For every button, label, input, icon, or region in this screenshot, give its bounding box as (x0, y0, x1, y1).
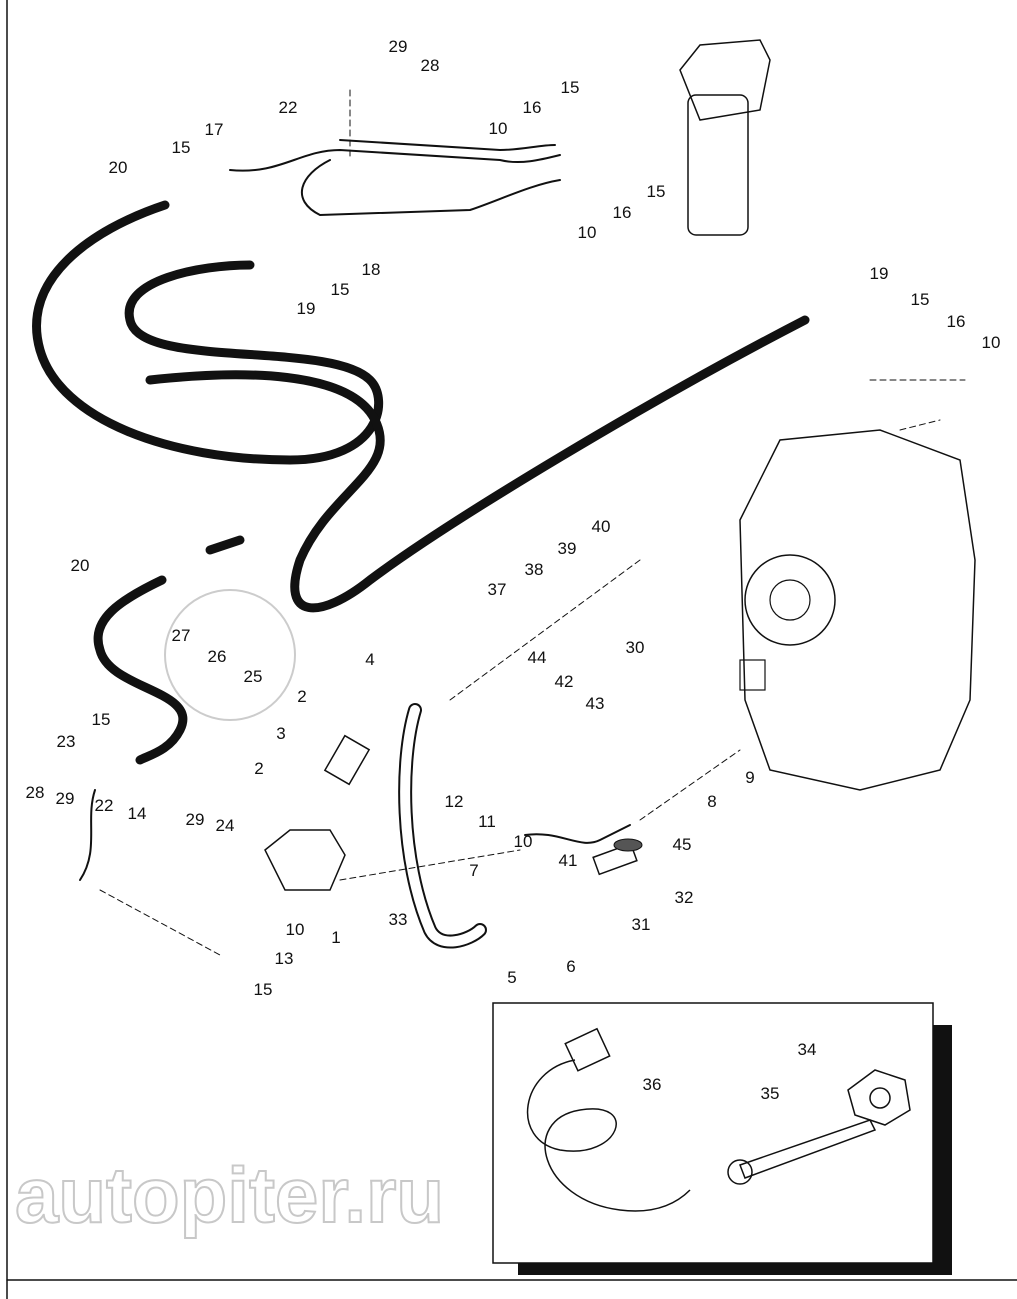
callout-label: 26 (207, 647, 227, 666)
callout-label: 5 (507, 968, 517, 987)
callout-label: 15 (91, 710, 111, 729)
hose-upper-stub (205, 535, 245, 555)
callout-label: 10 (577, 223, 597, 242)
callout-label: 15 (646, 182, 666, 201)
callout-label: 44 (527, 648, 547, 667)
callout-label: 18 (361, 260, 381, 279)
hose-20-lower (93, 575, 188, 765)
callout-label: 19 (296, 299, 316, 318)
callout-label: 6 (566, 957, 576, 976)
callout-label: 10 (981, 333, 1001, 352)
callout-label: 10 (285, 920, 305, 939)
callout-label: 2 (297, 687, 307, 706)
callout-label: 20 (70, 556, 90, 575)
heater-element-35 (739, 1119, 877, 1179)
callout-label: 34 (797, 1040, 817, 1059)
tube-upper-2 (300, 159, 561, 217)
callout-label: 25 (243, 667, 263, 686)
callout-label: 41 (558, 851, 578, 870)
callout-label: 31 (631, 915, 651, 934)
callout-label: 15 (330, 280, 350, 299)
filter-head (679, 39, 771, 121)
callout-label: 29 (55, 789, 75, 808)
hose-19-long (145, 315, 810, 613)
fitting-34 (847, 1069, 911, 1126)
callout-label: 42 (554, 672, 574, 691)
callout-label: 13 (274, 949, 294, 968)
callout-label: 15 (171, 138, 191, 157)
callout-label: 40 (591, 517, 611, 536)
callout-label: 45 (672, 835, 692, 854)
callout-label: 35 (760, 1084, 780, 1103)
callout-label: 29 (185, 810, 205, 829)
callout-label: 2 (254, 759, 264, 778)
callout-label: 10 (513, 832, 533, 851)
callout-label: 4 (365, 650, 375, 669)
callout-label: 8 (707, 792, 717, 811)
callout-label: 33 (388, 910, 408, 929)
callout-label: 10 (488, 119, 508, 138)
callout-label: 20 (108, 158, 128, 177)
callout-label: 16 (946, 312, 966, 331)
callout-label: 14 (127, 804, 147, 823)
callout-label: 19 (869, 264, 889, 283)
watermark: autopiter.ru (14, 1150, 445, 1240)
pump (264, 829, 346, 891)
callout-label: 15 (910, 290, 930, 309)
callout-label: 29 (388, 37, 408, 56)
hose-41 (524, 824, 631, 844)
callout-label: 38 (524, 560, 544, 579)
callout-label: 12 (444, 792, 464, 811)
callout-label: 22 (94, 796, 114, 815)
callout-label: 16 (612, 203, 632, 222)
filter-canister (687, 94, 749, 236)
sleeve-3 (323, 734, 371, 786)
tube-upper (229, 148, 561, 172)
callout-label: 16 (522, 98, 542, 117)
cord-36 (526, 1059, 691, 1212)
callout-label: 15 (560, 78, 580, 97)
hose-20-upper (32, 200, 384, 465)
callout-label: 28 (420, 56, 440, 75)
callout-label: 23 (56, 732, 76, 751)
callout-label: 3 (276, 724, 286, 743)
callout-label: 27 (171, 626, 191, 645)
callout-label: 24 (215, 816, 235, 835)
callout-label: 17 (204, 120, 224, 139)
callout-label: 1 (331, 928, 341, 947)
screen-32 (613, 838, 643, 852)
callout-label: 7 (469, 861, 479, 880)
callout-label: 30 (625, 638, 645, 657)
callout-label: 11 (478, 812, 496, 831)
callout-label: 37 (487, 580, 507, 599)
callout-label: 43 (585, 694, 605, 713)
plug (564, 1027, 611, 1072)
transmission-bore (744, 554, 836, 646)
tube-upper-3 (339, 139, 556, 152)
callout-label: 22 (278, 98, 298, 117)
tube-23 (79, 789, 96, 881)
transmission-housing (739, 429, 976, 791)
callout-label: 32 (674, 888, 694, 907)
callout-label: 36 (642, 1075, 662, 1094)
callout-label: 9 (745, 768, 755, 787)
callout-label: 28 (25, 783, 45, 802)
callout-label: 39 (557, 539, 577, 558)
callout-label: 15 (253, 980, 273, 999)
